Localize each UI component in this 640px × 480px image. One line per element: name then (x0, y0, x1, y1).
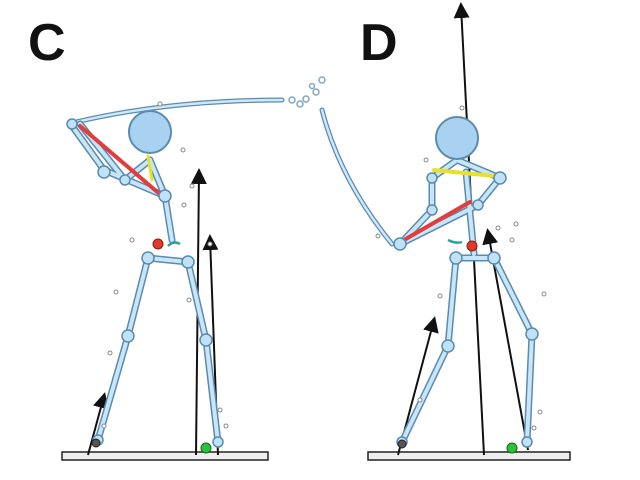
shoulder-line-c (78, 124, 164, 198)
golf-club-d (319, 107, 395, 247)
pelvis-accent-c (167, 241, 181, 247)
pelvis-marker-d (466, 240, 478, 252)
panel-d: D (319, 2, 571, 461)
panel-label-d: D (360, 14, 398, 72)
hip-line-c (146, 154, 154, 182)
joints-c (66, 118, 224, 448)
pelvis-marker-c (152, 238, 164, 250)
ground-plate-d (367, 451, 571, 461)
club-head-c (288, 76, 326, 108)
foot-marker-right-d (506, 442, 518, 454)
panel-c: C (28, 14, 326, 461)
skeleton-fill-c (70, 122, 220, 444)
hip-line-d (432, 168, 496, 178)
motion-markers-c (101, 101, 229, 429)
foot-marker-left-d (397, 439, 407, 449)
ground-plate-c (61, 451, 269, 461)
foot-marker-left-c (91, 438, 101, 448)
head-d (435, 116, 479, 160)
shoulder-line-d (402, 200, 472, 242)
joints-d (393, 171, 539, 448)
foot-marker-right-c (200, 442, 212, 454)
head-c (128, 110, 172, 154)
golf-club-c (73, 76, 326, 125)
pelvis-accent-d (447, 238, 463, 244)
panel-label-c: C (28, 14, 66, 72)
motion-markers-d (375, 105, 547, 431)
